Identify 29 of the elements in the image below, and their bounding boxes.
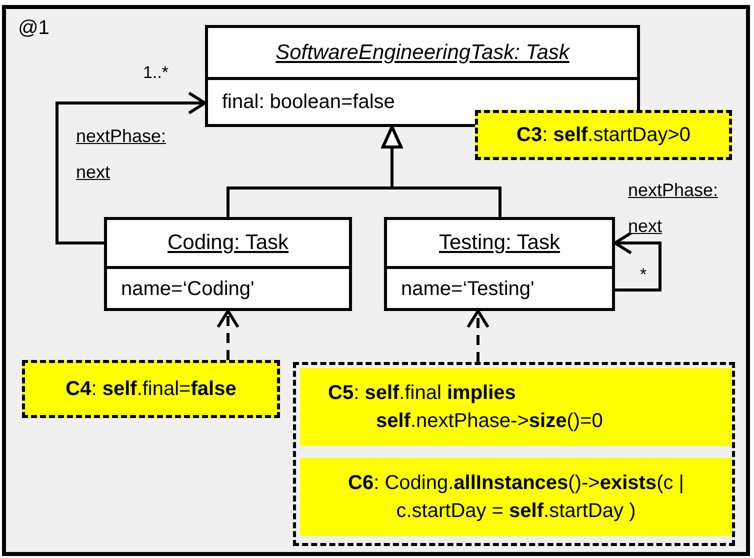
association-arrow	[56, 92, 206, 244]
constraint-group-box	[293, 362, 735, 546]
attribute-text: final: boolean=false	[222, 90, 395, 115]
object-title: Testing: Task	[438, 230, 560, 256]
attribute-text: name=‘Testing'	[401, 276, 534, 302]
dependency-arrow	[216, 310, 240, 360]
object-title: SoftwareEngineeringTask: Task	[276, 40, 570, 66]
edge-label: nextPhase: next	[628, 179, 720, 238]
frame-label: @1	[18, 16, 50, 41]
constraint-text: C6: Coding.allInstances()->exists(c | c.startDay = self.startDay )	[347, 471, 685, 524]
association-arrow	[614, 232, 662, 292]
constraint-note	[22, 360, 280, 418]
object-box	[384, 217, 615, 311]
object-title: Coding: Task	[167, 230, 289, 256]
multiplicity-label: *	[640, 264, 647, 286]
multiplicity-label: 1..*	[143, 62, 169, 84]
constraint-text: C3: self.startDay>0	[516, 123, 690, 148]
constraint-note	[475, 110, 732, 160]
dependency-arrow	[466, 310, 490, 362]
diagram-frame	[2, 5, 750, 556]
generalization-arrow	[382, 126, 502, 217]
constraint-text: C5: self.final implies self.nextPhase->size()=0	[328, 381, 604, 434]
constraint-text: C4: self.final=false	[66, 377, 236, 402]
object-box	[205, 25, 640, 127]
constraint-note	[300, 458, 732, 536]
attribute-text: name=‘Coding'	[121, 276, 254, 302]
object-box	[104, 217, 352, 311]
edge-label: nextPhase: next	[76, 125, 168, 184]
constraint-note	[300, 368, 732, 446]
